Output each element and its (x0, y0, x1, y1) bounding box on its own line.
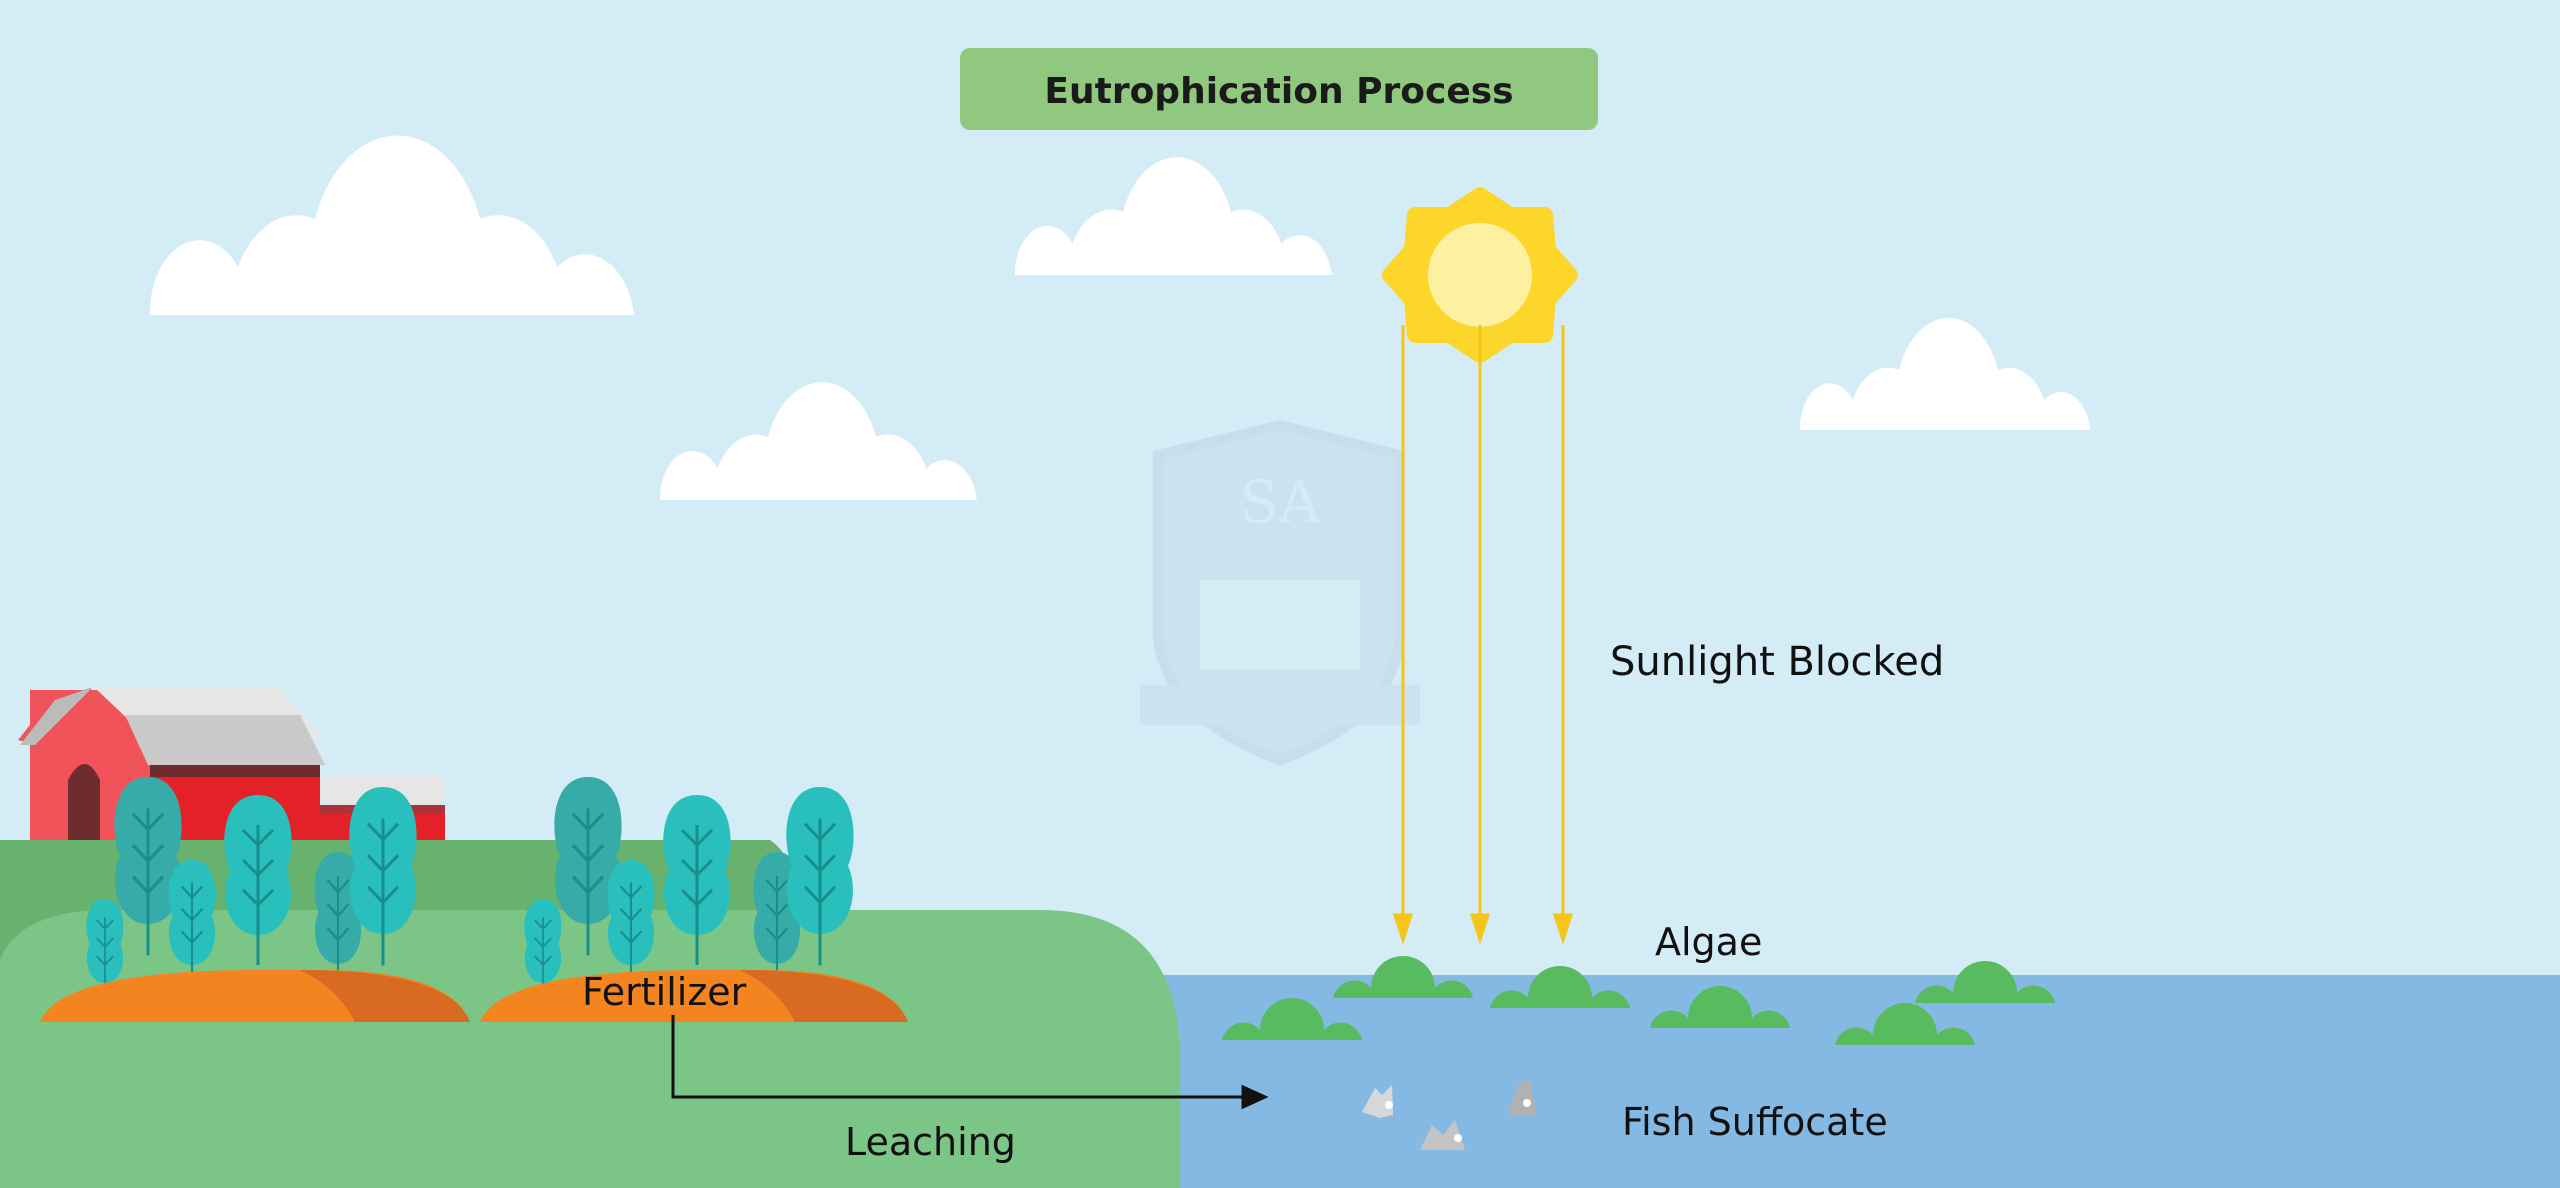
title-box: Eutrophication Process (960, 48, 1598, 130)
field-left (40, 970, 470, 1022)
dead-fish (1362, 1080, 1536, 1150)
leaching-arrow (671, 1015, 1269, 1110)
sunlight-arrows (1392, 325, 1574, 945)
sunlight-blocked-label: Sunlight Blocked (1610, 639, 1944, 685)
leaching-label: Leaching (845, 1120, 1016, 1164)
field-fertilizer (480, 970, 908, 1022)
fertilizer-label: Fertilizer (582, 970, 747, 1014)
page-title: Eutrophication Process (1044, 71, 1513, 112)
algae-label: Algae (1655, 920, 1762, 964)
watermark-logo: SA (1140, 419, 1420, 766)
sun-icon (1382, 187, 1578, 363)
watermark-text: SA (1239, 468, 1322, 536)
lake-water (1100, 975, 2560, 1188)
fish-suffocate-label: Fish Suffocate (1622, 1100, 1888, 1144)
